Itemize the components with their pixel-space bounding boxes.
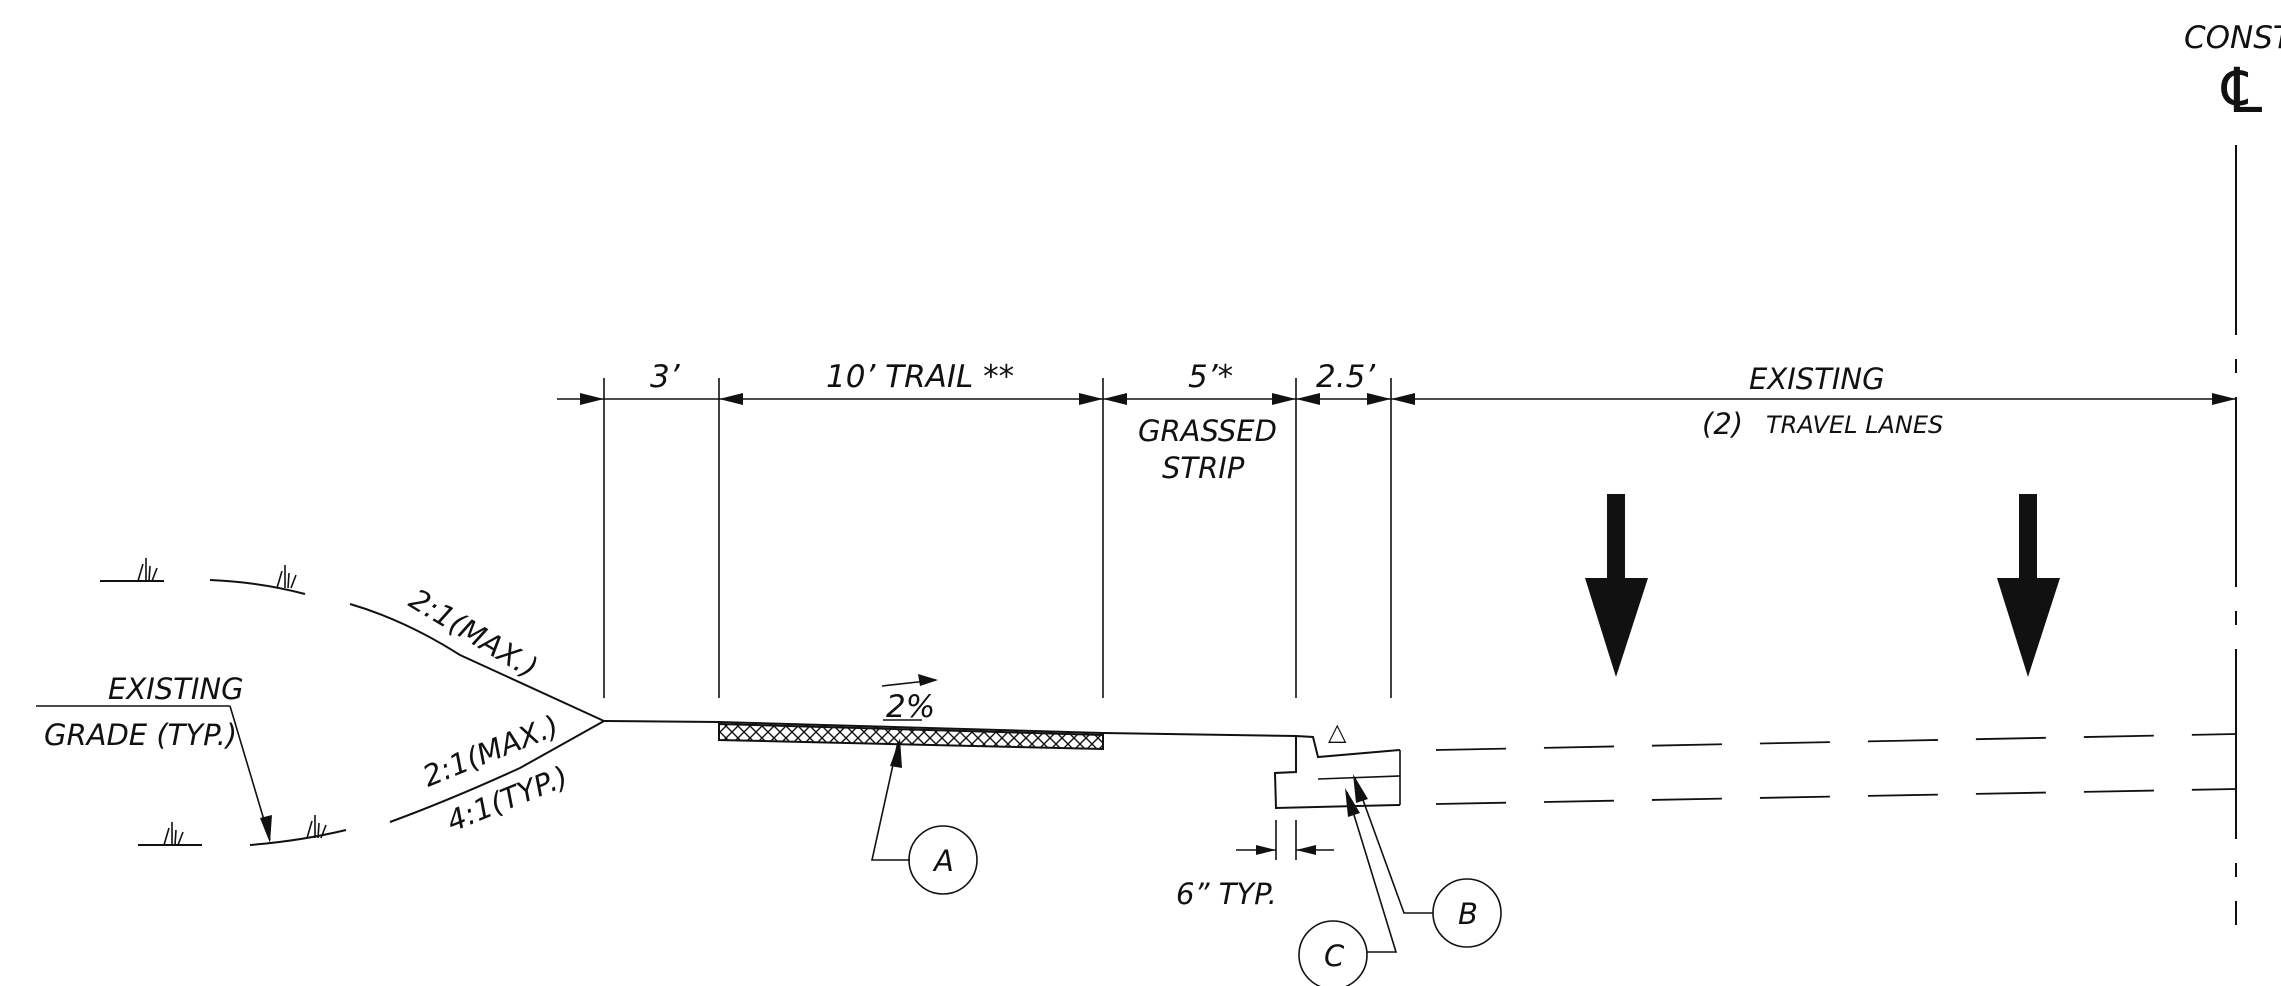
arrowhead	[1103, 393, 1127, 405]
grade-line	[209, 579, 306, 595]
callout-label: A	[932, 844, 954, 878]
curb-top	[1295, 735, 1401, 759]
pavement-top-line	[1435, 733, 2237, 751]
grass-tuft-icon	[306, 815, 327, 839]
arrowhead	[1079, 393, 1103, 405]
delta-symbol: △	[1328, 718, 1347, 746]
down-arrow-icon	[1585, 494, 1648, 677]
arrowhead	[1367, 393, 1391, 405]
curb-outline	[1273, 736, 1401, 810]
grass-tuft-icon	[137, 558, 158, 582]
callout-bubble	[1432, 878, 1502, 948]
leader-arrowhead	[260, 815, 272, 843]
dimension-arrowheads	[580, 393, 2236, 405]
grass-tuft-icon	[276, 565, 297, 589]
arrowhead	[1272, 393, 1296, 405]
arrowhead	[1296, 845, 1316, 855]
leader-line	[871, 741, 910, 861]
lane-count-label: (2)	[1702, 407, 1743, 441]
existing-pavement	[1435, 733, 2237, 805]
existing-lanes-label: EXISTING	[1749, 362, 1885, 396]
arrowhead	[1256, 845, 1276, 855]
down-arrow-icon	[1997, 494, 2060, 677]
existing-grade-label-1: EXISTING	[108, 672, 244, 706]
callout-bubble	[1298, 920, 1368, 986]
fill-slope	[389, 720, 605, 823]
grassed-strip-label-2: STRIP	[1162, 451, 1245, 485]
existing-grade: EXISTING GRADE (TYP.) 2:1(MAX.) 2:1(MAX.…	[36, 558, 605, 846]
callout-label: B	[1458, 897, 1478, 931]
callout-b: B	[1353, 774, 1502, 948]
const-label: CONST	[2184, 20, 2281, 56]
dimension-string: 3’ 10’ TRAIL ** 5’* GRASSED STRIP 2.5’ E…	[557, 359, 2236, 698]
callout-a: A	[871, 738, 978, 895]
dim-2-5ft-label: 2.5’	[1316, 359, 1376, 395]
grassed-strip-label-1: GRASSED	[1138, 414, 1277, 448]
leader-arrowhead	[1353, 774, 1368, 803]
gutter-pan-line	[1317, 775, 1401, 780]
cross-slope-label: 2%	[886, 689, 935, 725]
leader-line	[1346, 791, 1398, 953]
typ-6in-label: 6” TYP.	[1176, 877, 1277, 911]
trail-pavement	[718, 722, 1104, 751]
callout-c: C	[1298, 788, 1398, 986]
existing-grade-label-2: GRADE (TYP.)	[44, 718, 237, 752]
grass-tuft-icon	[163, 822, 184, 846]
arrowhead	[2212, 393, 2236, 405]
arrowhead	[1296, 393, 1320, 405]
dim-3ft-label: 3’	[650, 359, 681, 395]
pavement-bottom-line	[1435, 788, 2237, 805]
leader-arrowhead	[890, 738, 902, 768]
cut-slope	[349, 603, 605, 722]
construction-centerline: CONST ℄	[2184, 20, 2281, 925]
leader-line	[1354, 777, 1433, 914]
arrowhead	[719, 393, 743, 405]
arrowhead	[580, 393, 604, 405]
leader-arrowhead	[1345, 788, 1360, 817]
dim-5ft-label: 5’*	[1188, 359, 1233, 395]
dim-trail-label: 10’ TRAIL **	[826, 359, 1014, 395]
callout-label: C	[1324, 939, 1345, 973]
centerline-symbol: ℄	[2214, 54, 2270, 127]
arrowhead	[1391, 393, 1415, 405]
traffic-arrows	[1585, 494, 2060, 677]
slope-arrowhead	[918, 674, 938, 686]
trail-section: 2%	[603, 674, 1297, 751]
travel-lanes-label: TRAVEL LANES	[1766, 411, 1943, 439]
callout-bubble	[908, 825, 978, 895]
finished-grade-line	[603, 720, 1297, 737]
grade-line	[249, 829, 347, 846]
curb-and-gutter: △ 6” TYP.	[1176, 718, 1401, 911]
